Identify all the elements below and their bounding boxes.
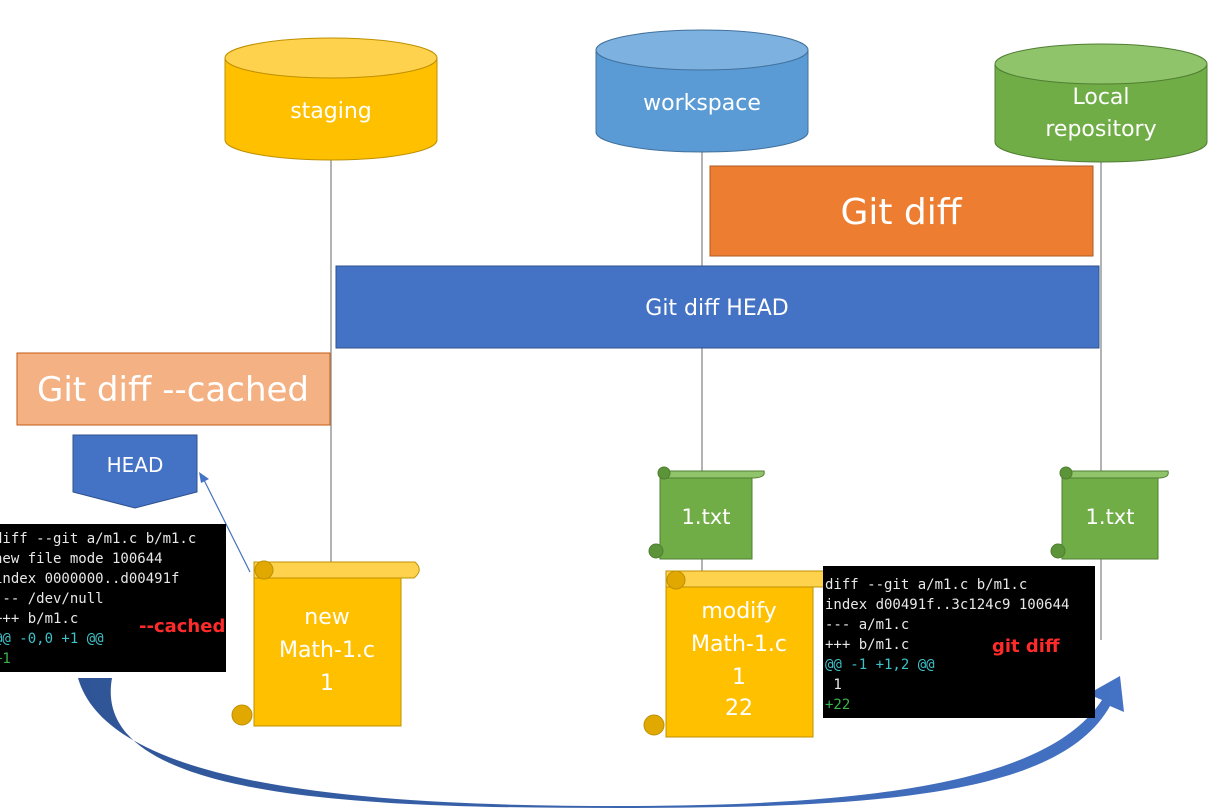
terminal-diff-line: 1: [825, 677, 842, 693]
terminal-cached: diff --git a/m1.c b/m1.c new file mode 1…: [0, 524, 226, 672]
workspace-file-scroll: 1.txt: [648, 466, 765, 560]
git-diff-cached-box: Git diff --cached: [16, 352, 331, 426]
git-diff-label: Git diff: [840, 192, 962, 233]
terminal-cached-line: @@ -0,0 +1 @@: [0, 631, 104, 647]
workspace-doc-line1: modify: [701, 599, 776, 624]
terminal-cached-line: index 0000000..d00491f: [0, 571, 179, 587]
staging-doc-line2: Math-1.c: [279, 638, 375, 663]
terminal-cached-line: +1: [0, 651, 11, 667]
local-label-line2: repository: [1045, 117, 1156, 142]
head-pointer-line: [203, 479, 251, 573]
workspace-doc-line4: 22: [725, 696, 753, 721]
terminal-diff-line: +++ b/m1.c: [825, 637, 909, 653]
workspace-doc-line2: Math-1.c: [691, 632, 787, 657]
git-diff-cached-label: Git diff --cached: [37, 370, 309, 410]
terminal-diff-line: index d00491f..3c124c9 100644: [825, 597, 1069, 613]
terminal-cached-line: +++ b/m1.c: [0, 611, 78, 627]
terminal-diff-tag: git diff: [992, 636, 1060, 657]
git-diff-head-label: Git diff HEAD: [645, 296, 788, 321]
terminal-git-diff: diff --git a/m1.c b/m1.c index d00491f..…: [823, 566, 1095, 718]
terminal-cached-line: --- /dev/null: [0, 591, 104, 607]
local-label-line1: Local: [1072, 85, 1129, 110]
staging-doc-line3: 1: [320, 671, 334, 696]
local-repository-cylinder: Local repository: [994, 43, 1208, 163]
terminal-diff-line: --- a/m1.c: [825, 617, 909, 633]
terminal-cached-line: diff --git a/m1.c b/m1.c: [0, 531, 196, 547]
terminal-diff-line: diff --git a/m1.c b/m1.c: [825, 577, 1027, 593]
head-pointer-arrowhead: [199, 472, 209, 483]
staging-cylinder: staging: [224, 37, 438, 161]
workspace-doc-line3: 1: [732, 665, 746, 690]
terminal-cached-line: new file mode 100644: [0, 551, 163, 567]
head-tag-label: HEAD: [107, 453, 164, 477]
workspace-label: workspace: [643, 91, 761, 116]
terminal-diff-line: +22: [825, 697, 850, 713]
staging-doc-scroll: new Math-1.c 1: [231, 560, 420, 727]
git-diff-box: Git diff: [709, 165, 1094, 257]
local-file-label: 1.txt: [1086, 505, 1135, 529]
git-diff-head-box: Git diff HEAD: [335, 265, 1100, 349]
head-tag: HEAD: [72, 434, 198, 509]
terminal-cached-tag: --cached: [139, 616, 225, 637]
workspace-doc-scroll: modify Math-1.c 1 22: [643, 570, 831, 738]
staging-label: staging: [290, 99, 372, 124]
local-file-scroll: 1.txt: [1050, 466, 1169, 560]
workspace-file-label: 1.txt: [682, 505, 731, 529]
terminal-diff-line: @@ -1 +1,2 @@: [825, 657, 935, 673]
workspace-cylinder: workspace: [595, 29, 809, 153]
staging-doc-line1: new: [304, 605, 349, 630]
